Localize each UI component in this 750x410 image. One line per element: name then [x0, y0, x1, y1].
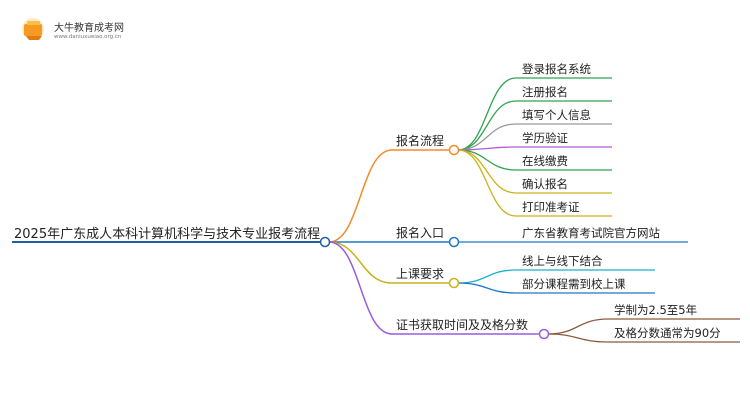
leaf-label-1-7: 打印准考证	[522, 200, 580, 214]
logo-icon	[22, 18, 44, 40]
branch-connector-3	[328, 241, 393, 284]
node-layer	[319, 144, 550, 340]
leaf-connector-1-2	[457, 100, 517, 151]
leaf-label-4-2: 及格分数通常为90分	[614, 326, 721, 340]
branch-node-4	[538, 328, 550, 340]
branch-connector-1	[328, 149, 393, 243]
leaf-label-1-4: 学历验证	[522, 131, 568, 145]
label-layer: 2025年广东成人本科计算机科学与技术专业报考流程 报名流程 登录报名系统注册报名…	[14, 62, 721, 340]
leaf-label-4-1: 学制为2.5至5年	[614, 303, 697, 317]
leaf-label-1-1: 登录报名系统	[522, 62, 591, 76]
leaf-connector-4-1	[547, 318, 609, 335]
root-label: 2025年广东成人本科计算机科学与技术专业报考流程	[14, 226, 320, 242]
logo-brand: 大牛教育成考网	[54, 23, 124, 34]
branch-label-2: 报名入口	[396, 225, 444, 240]
branch-label-1: 报名流程	[396, 133, 444, 148]
leaf-connector-4-2	[547, 333, 609, 343]
leaf-label-3-1: 线上与线下结合	[522, 254, 603, 268]
branch-node-3	[448, 277, 460, 289]
leaf-connector-1-7	[457, 149, 517, 217]
branch-label-3: 上课要求	[396, 267, 444, 281]
leaf-connector-3-2	[457, 282, 517, 294]
leaf-label-1-2: 注册报名	[522, 85, 568, 99]
branch-node-1	[448, 144, 460, 156]
connector-layer	[12, 77, 740, 343]
logo: 大牛教育成考网 www.daniuxueiao.org.cn	[18, 14, 158, 46]
branch-connector-4	[328, 241, 393, 335]
leaf-connector-1-6	[457, 149, 517, 194]
branch-label-4: 证书获取时间及及格分数	[396, 317, 528, 332]
root-node	[319, 236, 331, 248]
logo-site: www.daniuxueiao.org.cn	[54, 34, 122, 40]
leaf-label-1-6: 确认报名	[522, 177, 568, 191]
leaf-connector-3-1	[457, 269, 517, 284]
branch-node-2	[448, 236, 460, 248]
leaf-label-1-3: 填写个人信息	[522, 108, 591, 122]
leaf-label-1-5: 在线缴费	[522, 154, 568, 168]
leaf-connector-1-3	[457, 123, 517, 151]
leaf-label-3-2: 部分课程需到校上课	[522, 277, 626, 291]
leaf-connector-1-1	[457, 77, 517, 151]
leaf-label-2-1: 广东省教育考试院官方网站	[522, 226, 660, 240]
